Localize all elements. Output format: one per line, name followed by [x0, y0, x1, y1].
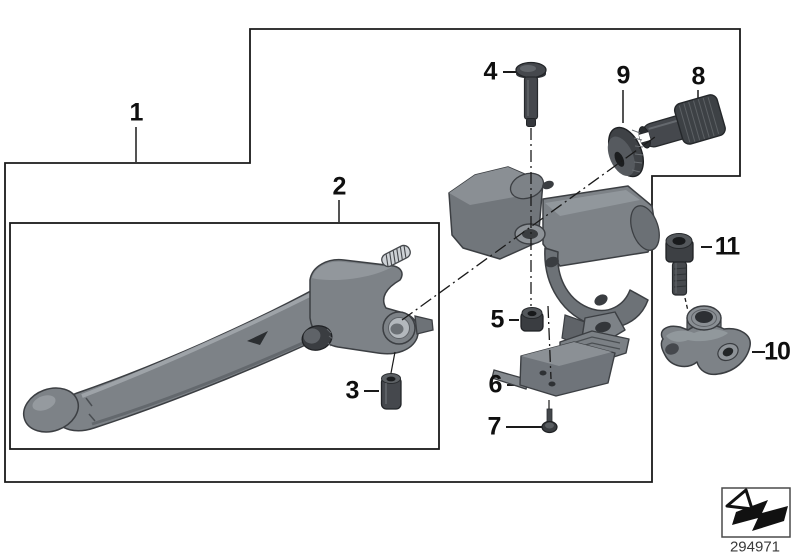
nut-part-5 [520, 307, 544, 332]
callout-label-11: 11 [714, 232, 740, 261]
callout-label-7: 7 [487, 412, 502, 441]
clamp-bolt-part-11 [665, 233, 694, 296]
pivot-bushing-part-3 [380, 351, 402, 410]
callout-label-10: 10 [764, 337, 791, 366]
lever-ball-end [22, 387, 80, 433]
centerline-adjuster-axis [401, 136, 656, 321]
logo-box [721, 487, 791, 538]
callout-label-5: 5 [490, 305, 505, 334]
doc-number: 294971 [729, 538, 781, 556]
lever-spring [381, 244, 411, 268]
assembly-center-lines [401, 128, 689, 380]
callout-label-8: 8 [691, 62, 706, 91]
lever-adjuster-wheel [301, 325, 334, 351]
callout-label-3: 3 [345, 376, 360, 405]
centerline-clamp-bracket [547, 305, 552, 380]
screw-part-7 [541, 400, 558, 434]
callout-label-4: 4 [483, 57, 498, 86]
pivot-bolt-part-4 [515, 61, 547, 127]
adjuster-screw-part-8 [638, 94, 726, 149]
perch-bracket [448, 166, 660, 346]
cable-bracket-part-6 [491, 330, 630, 397]
callout-label-6: 6 [488, 370, 503, 399]
callout-label-9: 9 [616, 61, 631, 90]
kit-outline-2 [9, 222, 440, 450]
clutch-lever [22, 244, 434, 433]
group-outline-1 [4, 28, 741, 483]
callout-label-2: 2 [332, 172, 347, 201]
callout-label-1: 1 [129, 98, 144, 127]
direction-arrow-icon [725, 488, 788, 531]
handlebar-clamp-part-10 [660, 305, 751, 376]
centerline-clamp-bolt [684, 297, 689, 312]
